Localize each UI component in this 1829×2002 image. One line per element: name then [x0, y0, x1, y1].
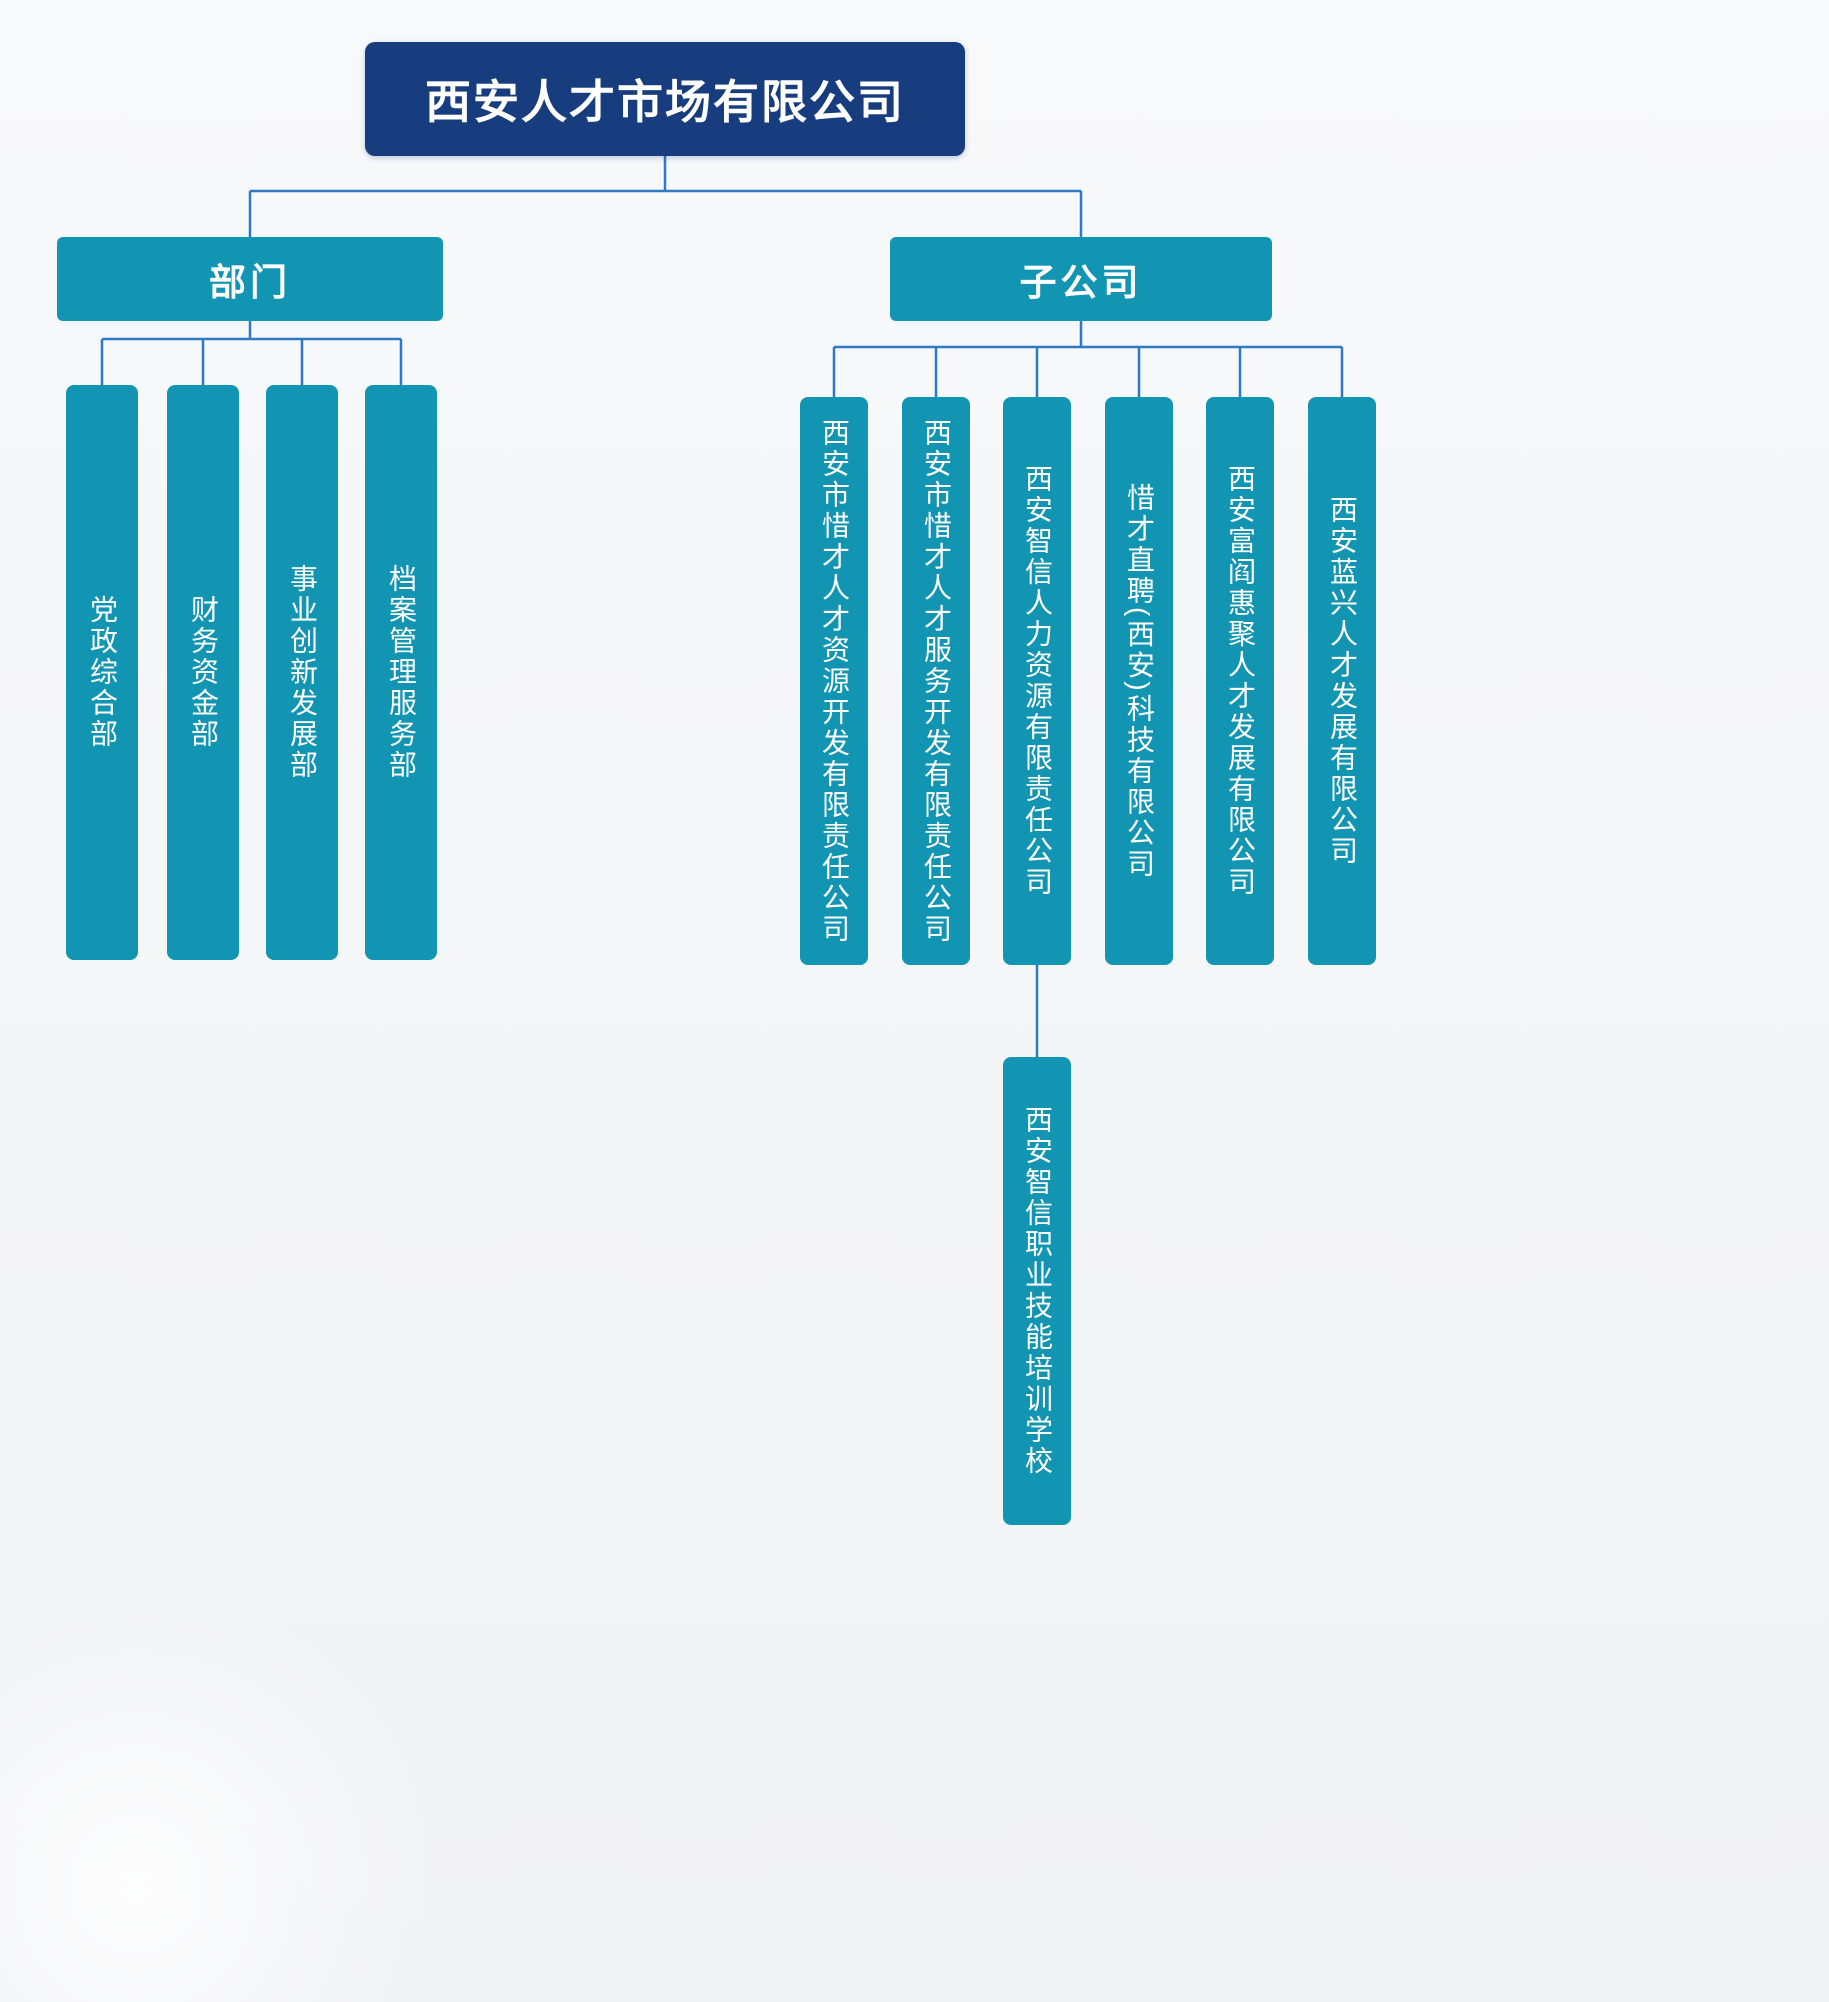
subsidiary-label: 惜才直聘(西安)科技有限公司 — [1124, 482, 1155, 880]
connector-subsidiaries-bus — [832, 321, 1344, 397]
subsidiary-label: 西安智信人力资源有限责任公司 — [1022, 464, 1053, 898]
subsidiary-label: 西安蓝兴人才发展有限公司 — [1327, 495, 1358, 867]
department-node: 党政综合部 — [66, 385, 138, 960]
department-label: 财务资金部 — [188, 595, 219, 750]
subsidiary-node: 西安智信人力资源有限责任公司 — [1003, 397, 1071, 965]
department-label: 档案管理服务部 — [386, 564, 417, 781]
org-root-node: 西安人才市场有限公司 — [365, 42, 965, 156]
subsidiaries-group-node: 子公司 — [890, 237, 1272, 321]
connector-departments-bus — [100, 321, 403, 385]
subsidiary-label: 西安富阎惠聚人才发展有限公司 — [1225, 464, 1256, 898]
subsidiaries-group-label: 子公司 — [1019, 262, 1143, 303]
departments-group-node: 部门 — [57, 237, 443, 321]
subsidiary-node: 惜才直聘(西安)科技有限公司 — [1105, 397, 1173, 965]
departments-group-label: 部门 — [209, 262, 291, 303]
subsidiary-node: 西安蓝兴人才发展有限公司 — [1308, 397, 1376, 965]
department-label: 党政综合部 — [87, 595, 118, 750]
subsidiary-label: 西安市惜才人才资源开发有限责任公司 — [819, 417, 850, 945]
connector-root-to-groups — [248, 156, 1083, 237]
subsidiary-node: 西安市惜才人才资源开发有限责任公司 — [800, 397, 868, 965]
department-label: 事业创新发展部 — [287, 564, 318, 781]
department-node: 事业创新发展部 — [266, 385, 338, 960]
department-node: 档案管理服务部 — [365, 385, 437, 960]
training-school-label: 西安智信职业技能培训学校 — [1022, 1105, 1053, 1477]
org-root-label: 西安人才市场有限公司 — [425, 76, 905, 128]
subsidiary-label: 西安市惜才人才服务开发有限责任公司 — [921, 417, 952, 945]
department-node: 财务资金部 — [167, 385, 239, 960]
training-school-node: 西安智信职业技能培训学校 — [1003, 1057, 1071, 1525]
subsidiary-node: 西安市惜才人才服务开发有限责任公司 — [902, 397, 970, 965]
subsidiary-node: 西安富阎惠聚人才发展有限公司 — [1206, 397, 1274, 965]
